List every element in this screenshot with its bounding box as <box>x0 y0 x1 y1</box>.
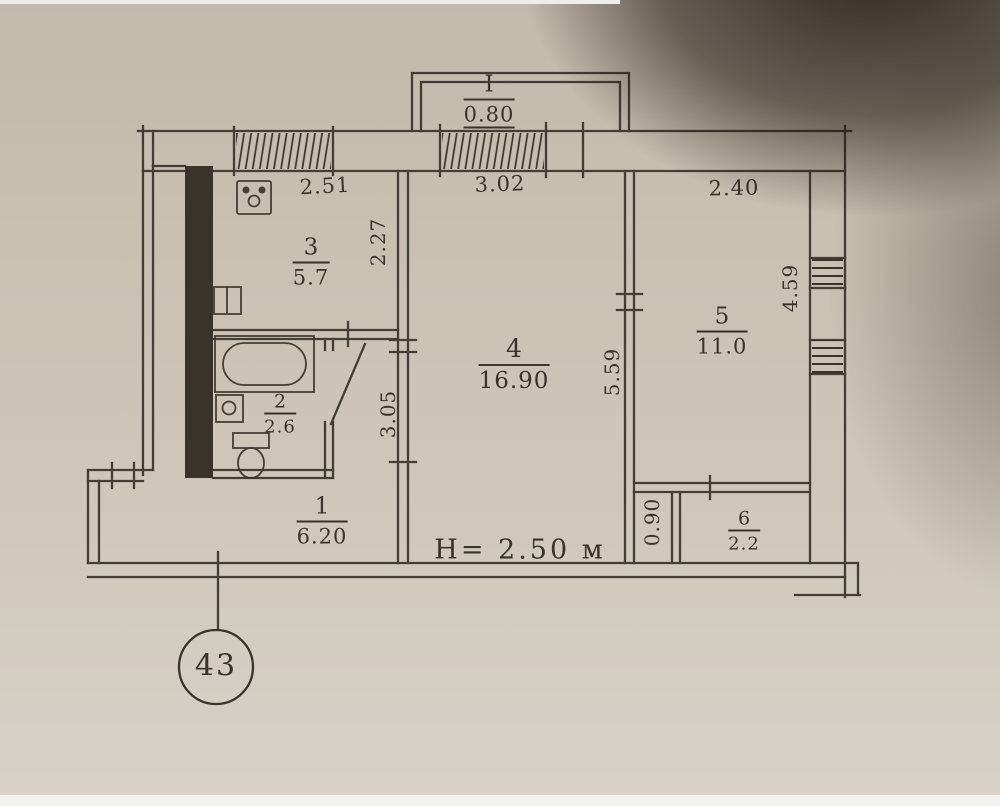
sheet-number: 43 <box>194 648 238 684</box>
scan-edge-bottom <box>0 795 1000 806</box>
room-5-number: 5 <box>696 304 748 333</box>
room-6-area: 2.2 <box>728 533 760 555</box>
room-1-number: 1 <box>296 494 348 523</box>
dimension-top-right: 2.40 <box>708 175 760 201</box>
balcony-label: I 0.80 <box>463 72 515 129</box>
scan-edge-top <box>0 0 620 4</box>
room-4-label: 4 16.90 <box>478 334 550 394</box>
room-2-label: 2 2.6 <box>264 391 296 438</box>
ceiling-height-label: H= 2.50 м <box>434 534 606 566</box>
room-3-number: 3 <box>292 235 330 264</box>
dimension-room4-depth: 5.59 <box>600 347 624 397</box>
dimension-room6-width: 0.90 <box>640 497 664 547</box>
room-6-number: 6 <box>728 508 760 532</box>
dimension-room5-depth: 4.59 <box>778 263 802 313</box>
dimension-top-middle: 3.02 <box>474 171 526 197</box>
room-5-area: 11.0 <box>696 334 748 359</box>
room-4-area: 16.90 <box>478 368 550 394</box>
room-2-number: 2 <box>264 391 296 415</box>
room-4-number: 4 <box>478 334 550 366</box>
room-3-label: 3 5.7 <box>292 235 330 290</box>
room-2-area: 2.6 <box>264 416 296 438</box>
room-5-label: 5 11.0 <box>696 304 748 359</box>
room-6-label: 6 2.2 <box>728 508 760 555</box>
dimension-top-left: 2.51 <box>299 172 351 200</box>
room-1-area: 6.20 <box>296 524 348 549</box>
balcony-dimension: 0.80 <box>463 102 515 129</box>
room-3-area: 5.7 <box>292 265 330 290</box>
dimension-room3-depth: 2.27 <box>366 217 390 267</box>
room-1-label: 1 6.20 <box>296 494 348 549</box>
dimension-hall-depth: 3.05 <box>376 389 400 439</box>
balcony-mark: I <box>463 72 515 101</box>
